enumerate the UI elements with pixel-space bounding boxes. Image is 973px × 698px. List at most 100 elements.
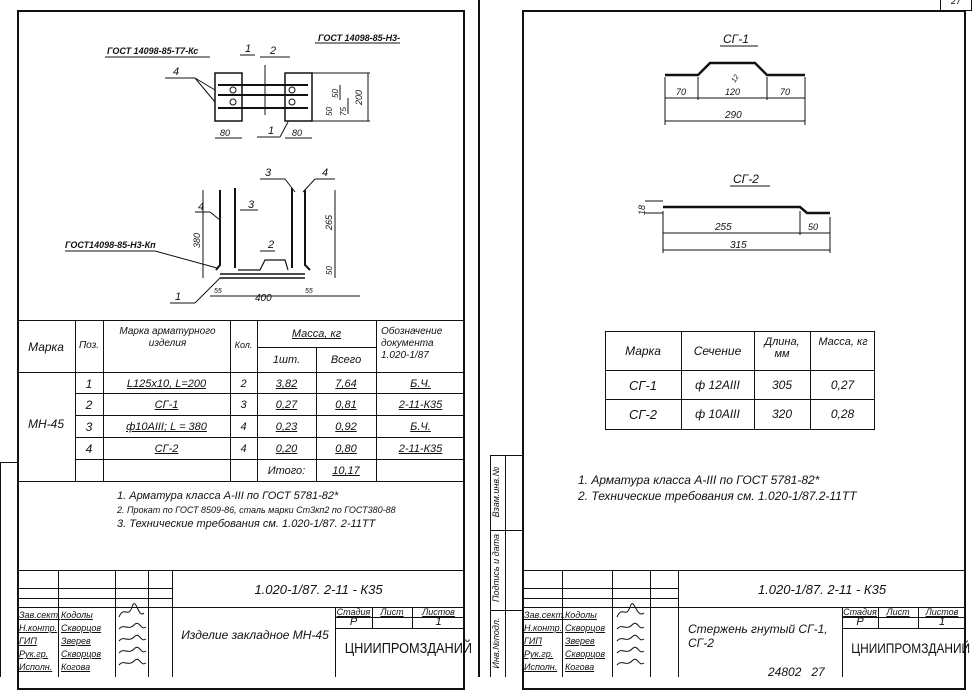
left-margin-tick: [0, 462, 17, 463]
cell-total-mass: 0,80: [335, 443, 357, 455]
role-label: Исполн.: [19, 662, 53, 672]
note-1: 1. Арматура класса А-III по ГОСТ 5781-82…: [578, 473, 820, 487]
dim-label: 55: [305, 288, 313, 295]
person-name: Скворцов: [61, 649, 102, 659]
sg2-drawing: СГ-2 18 255 50 315: [637, 172, 831, 253]
pos-label: 3: [248, 199, 255, 211]
header-mass: Масса, кг: [818, 336, 868, 348]
total-value: 10,17: [332, 465, 360, 477]
cell-pos: 3: [85, 420, 93, 434]
sheet-label: Лист: [886, 607, 910, 617]
org-name: ЦНИИПРОМЗДАНИЙ: [344, 640, 473, 657]
pos-label: 1: [175, 291, 181, 303]
dim-label: 70: [780, 87, 790, 97]
cell-mark: СГ-1: [628, 378, 658, 393]
pos-label: 3: [265, 167, 272, 179]
cell-item: СГ-1: [154, 399, 179, 411]
cell-qty: 4: [240, 421, 247, 433]
name-column: Кодолы Скворцов Зверев Скворцов Когова: [61, 609, 101, 674]
cell-mass: 0,27: [830, 378, 855, 392]
header-mass: Масса, кг: [291, 328, 342, 340]
doc-number: 1.020-1/87. 2-11 - К35: [254, 582, 383, 597]
cell-section: ф 10АIII: [695, 407, 740, 421]
cell-pos: 2: [85, 398, 93, 412]
org-name: ЦНИИПРОМЗДАНИЙ: [851, 640, 971, 656]
cell-qty: 4: [240, 443, 247, 455]
archive-number: 24802 27: [768, 665, 825, 679]
pos-label: 1: [268, 125, 274, 137]
cell-unit-mass: 0,27: [275, 399, 298, 411]
dim-label: 200: [354, 90, 364, 106]
role-label: Рук.гр.: [19, 649, 49, 659]
role-label: Н.контр.: [524, 623, 563, 633]
cell-mark: СГ-2: [628, 407, 658, 422]
person-name: Кодолы: [61, 610, 93, 620]
header-length: Длина, мм: [764, 336, 800, 360]
cell-item: L125x10, L=200: [126, 378, 207, 390]
person-name: Когова: [61, 662, 91, 672]
header-marka: Марка: [28, 340, 64, 354]
cell-pos: 4: [85, 442, 93, 456]
dim-label: 80: [220, 128, 230, 138]
dim-label: 50: [331, 89, 340, 98]
header-mass-total: Всего: [330, 354, 362, 366]
person-name: Скворцов: [61, 623, 102, 633]
dim-label: 400: [255, 293, 272, 304]
dim-label: 50: [325, 266, 334, 275]
role-label: Исполн.: [524, 662, 558, 672]
dim-label: 255: [714, 222, 732, 233]
dim-label: 120: [725, 87, 740, 97]
person-name: Зверев: [565, 636, 595, 646]
sg1-drawing: СГ-1 70 120 70 290 12: [664, 32, 806, 125]
role-label: Н.контр.: [19, 623, 58, 633]
corner-number-box: 27: [940, 0, 972, 11]
note-2: 2. Прокат по ГОСТ 8509-86, сталь марки С…: [117, 505, 396, 515]
header-doc: Обозначение документа 1.020-1/87: [381, 326, 443, 361]
header-section: Сечение: [693, 344, 742, 358]
cell-pos: 1: [85, 377, 93, 391]
group-mark: МН-45: [27, 417, 64, 431]
gost-label-left: ГОСТ 14098-85-Т7-Кс: [107, 46, 198, 56]
cell-unit-mass: 3,82: [275, 378, 298, 390]
plan-view-drawing: ГОСТ 14098-85-Т7-Кс ГОСТ 14098-85-Н3-Кп …: [105, 33, 400, 139]
header-item-mark: Марка арматурного изделия: [119, 326, 216, 349]
note-3: 3. Технические требования см. 1.020-1/87…: [117, 518, 376, 530]
sheets-label: Листов: [925, 607, 959, 617]
doc-number: 1.020-1/87. 2-11 - К35: [757, 582, 887, 597]
item-title: Стержень гнутый СГ-1, СГ-2: [688, 622, 828, 650]
role-column: Зав.сект. Н.контр. ГИП Рук.гр. Исполн.: [524, 609, 565, 674]
role-label: Зав.сект.: [524, 610, 566, 620]
header-qty: Кол.: [234, 340, 253, 350]
sheets-value: 1: [435, 616, 442, 628]
role-label: ГИП: [19, 636, 37, 646]
role-row: Зав.сект. Н.контр. ГИП Рук.гр. Исполн.: [19, 609, 60, 674]
signature-scribbles: [118, 603, 147, 666]
sheet-label: Лист: [380, 607, 404, 617]
sg2-title: СГ-2: [733, 172, 759, 186]
total-label: Итого:: [267, 465, 306, 477]
dim-label: 315: [730, 240, 747, 251]
note-1: 1. Арматура класса А-III по ГОСТ 5781-82…: [117, 490, 339, 502]
section-view-drawing: 3 4 4 3 380 265 50 ГОСТ14098-85-Н3-Кп 2 …: [65, 167, 360, 304]
cell-total-mass: 0,92: [335, 421, 357, 433]
cell-section: ф 12АIII: [695, 378, 740, 392]
cell-qty: 3: [240, 399, 247, 411]
cell-doc: Б.Ч.: [410, 378, 431, 390]
cell-doc: Б.Ч.: [410, 421, 431, 433]
signature-scribbles: [616, 603, 645, 666]
left-margin-line: [0, 462, 1, 677]
person-name: Кодолы: [565, 610, 597, 620]
gost-label-right: ГОСТ 14098-85-Н3-Кп: [318, 33, 400, 43]
dim-label: 80: [292, 128, 302, 138]
pos-label: 4: [173, 66, 179, 78]
stage-label: Стадия: [843, 607, 877, 617]
cell-total-mass: 0,81: [335, 399, 357, 411]
role-label: ГИП: [524, 636, 542, 646]
person-name: Скворцов: [565, 623, 606, 633]
stage-value: Р: [856, 616, 864, 628]
header-pos: Поз.: [78, 340, 100, 351]
cell-unit-mass: 0,20: [275, 443, 298, 455]
name-column: Кодолы Скворцов Зверев Скворцов Когова: [565, 609, 605, 674]
dim-label: 18: [637, 205, 647, 215]
person-name: Зверев: [61, 636, 91, 646]
